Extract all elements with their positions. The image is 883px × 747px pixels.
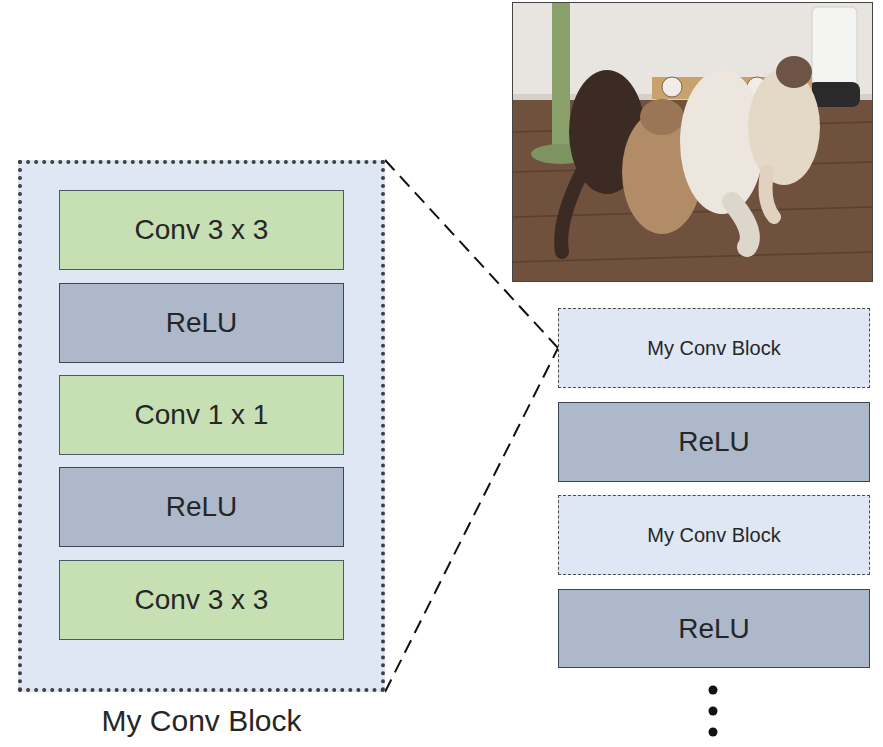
photo-frame (513, 3, 873, 282)
layer-label: Conv 1 x 1 (135, 399, 269, 431)
conv-layer-box: Conv 3 x 3 (59, 190, 344, 270)
layer-label: My Conv Block (647, 523, 780, 547)
zoom-leader-line (385, 348, 558, 692)
relu-box: ReLU (558, 589, 870, 668)
scratching-post (552, 2, 570, 152)
conv-layer-box: Conv 1 x 1 (59, 375, 344, 455)
relu-box: ReLU (59, 467, 344, 547)
cats-photo (512, 2, 873, 282)
layer-label: ReLU (678, 613, 750, 645)
layer-label: ReLU (166, 307, 238, 339)
floor (512, 2, 873, 282)
layer-label: My Conv Block (647, 336, 780, 360)
conv-block-box: My Conv Block (558, 308, 870, 388)
layer-label: ReLU (678, 426, 750, 458)
layer-label: Conv 3 x 3 (135, 214, 269, 246)
conv-layer-box: Conv 3 x 3 (59, 560, 344, 640)
layer-label: Conv 3 x 3 (135, 584, 269, 616)
feeder (812, 7, 857, 92)
conv-block-outline: My Conv BlockConv 3 x 3ReLUConv 1 x 1ReL… (18, 160, 385, 692)
layer-label: ReLU (166, 491, 238, 523)
cats (561, 56, 820, 252)
conv-block-box: My Conv Block (558, 495, 870, 575)
relu-box: ReLU (59, 283, 344, 363)
block-caption: My Conv Block (2, 704, 401, 738)
ellipsis-dots (700, 680, 726, 742)
relu-box: ReLU (558, 402, 870, 482)
